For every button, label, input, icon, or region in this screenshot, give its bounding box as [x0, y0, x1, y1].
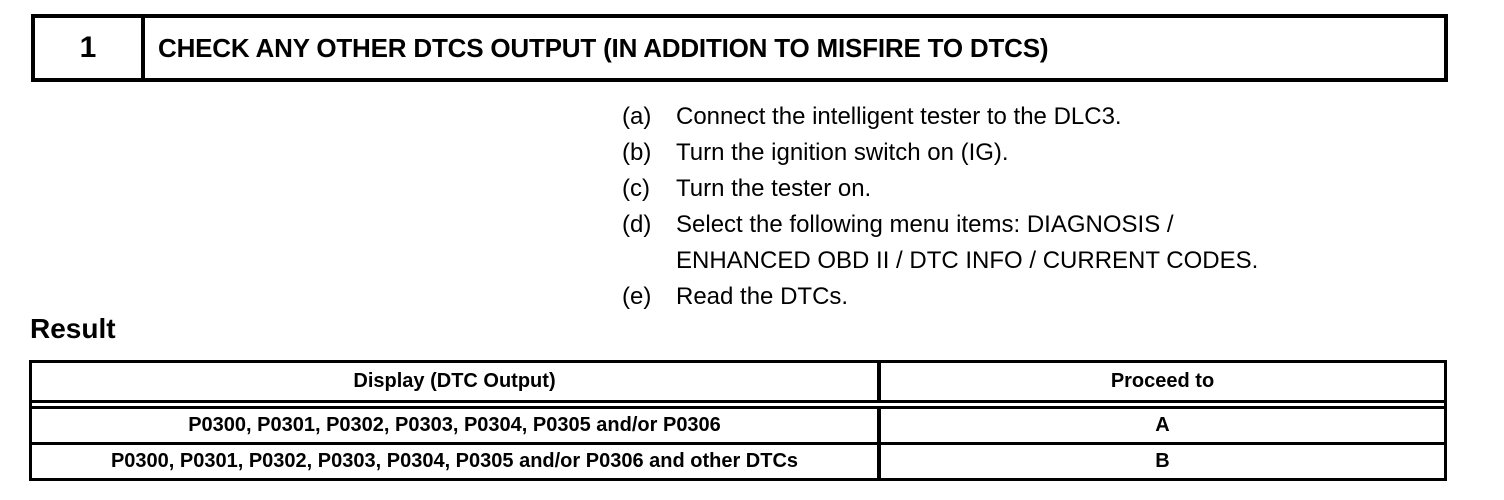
- procedure-list: (a) Connect the intelligent tester to th…: [622, 99, 1258, 315]
- result-table-header-row: Display (DTC Output) Proceed to: [32, 363, 1444, 409]
- table-row: P0300, P0301, P0302, P0303, P0304, P0305…: [32, 409, 1444, 445]
- step-text-line: Select the following menu items: DIAGNOS…: [676, 211, 1174, 238]
- step-text: Select the following menu items: DIAGNOS…: [676, 207, 1258, 279]
- step-text: Turn the ignition switch on (IG).: [676, 139, 1009, 166]
- step-label: (e): [622, 283, 652, 310]
- procedure-step-b: (b) Turn the ignition switch on (IG).: [622, 135, 1258, 171]
- step-label: (b): [622, 139, 652, 166]
- procedure-step-d: (d) Select the following menu items: DIA…: [622, 207, 1258, 279]
- result-table: Display (DTC Output) Proceed to P0300, P…: [29, 360, 1447, 481]
- step-label: (c): [622, 175, 650, 202]
- step-label: (d): [622, 211, 652, 238]
- step-text: Read the DTCs.: [676, 283, 849, 310]
- procedure-step-e: (e) Read the DTCs.: [622, 279, 1258, 315]
- step-text: Turn the tester on.: [676, 175, 872, 202]
- step-text-line: ENHANCED OBD II / DTC INFO / CURRENT COD…: [676, 247, 1259, 274]
- proceed-to-cell: B: [1155, 450, 1170, 472]
- step-title: CHECK ANY OTHER DTCS OUTPUT (IN ADDITION…: [158, 32, 1049, 63]
- procedure-step-c: (c) Turn the tester on.: [622, 171, 1258, 207]
- step-label: (a): [622, 103, 652, 130]
- step-text: Connect the intelligent tester to the DL…: [676, 103, 1122, 130]
- column-header-display: Display (DTC Output): [32, 363, 881, 400]
- column-header-proceed-to: Proceed to: [1110, 370, 1215, 392]
- step-header-box: 1 CHECK ANY OTHER DTCS OUTPUT (IN ADDITI…: [31, 14, 1448, 82]
- step-number: 1: [35, 18, 145, 78]
- dtc-display-cell: P0300, P0301, P0302, P0303, P0304, P0305…: [32, 409, 881, 442]
- table-row: P0300, P0301, P0302, P0303, P0304, P0305…: [32, 445, 1444, 478]
- dtc-display-cell: P0300, P0301, P0302, P0303, P0304, P0305…: [32, 445, 881, 478]
- result-heading: Result: [30, 313, 116, 344]
- proceed-to-cell: A: [1155, 414, 1170, 436]
- procedure-step-a: (a) Connect the intelligent tester to th…: [622, 99, 1258, 135]
